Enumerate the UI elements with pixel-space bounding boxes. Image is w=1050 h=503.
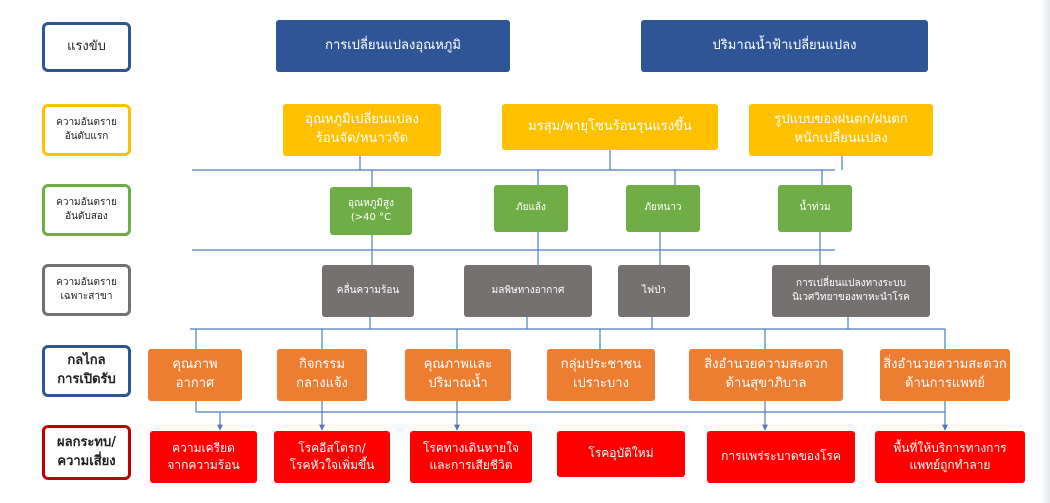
impact-medical-facility-damage: พื้นที่ให้บริการทางการ แพทย์ถูกทำลาย [875, 431, 1025, 483]
page-edge-shadow [1040, 0, 1050, 503]
impact-respiratory-mortality: โรคทางเดินหายใจ และการเสียชีวิต [410, 431, 532, 483]
mechanism-medical-facilities: สิ่งอำนวยความสะดวก ด้านการแพทย์ [880, 349, 1010, 401]
row-label-impact-risk: ผลกระทบ/ ความเสี่ยง [42, 425, 131, 480]
row-label-exposure-mechanism: กลไกล การเปิดรับ [42, 345, 131, 397]
mechanism-outdoor-activity: กิจกรรม กลางแจ้ง [277, 349, 367, 401]
impact-emerging-disease: โรคอุบัติใหม่ [557, 431, 685, 477]
mechanism-sanitation-facilities: สิ่งอำนวยความสะดวก ด้านสุขาภิบาล [689, 349, 843, 401]
impact-heat-stress: ความเครียด จากความร้อน [150, 431, 257, 483]
specific-heat-wave: คลื่นความร้อน [322, 265, 414, 317]
mechanism-water-quality: คุณภาพและ ปริมาณน้ำ [405, 349, 511, 401]
impact-stroke-heart-disease: โรคอีสโตรก/ โรคหัวใจเพิ่มขึ้น [274, 431, 390, 483]
secondary-flood: น้ำท่วม [778, 185, 852, 232]
row-label-specific-hazard: ความอันตราย เฉพาะสาขา [42, 264, 131, 316]
row-label-primary-hazard: ความอันตราย อันดับแรก [42, 104, 131, 156]
primary-temperature-extremes: อุณหภูมิเปลี่ยนแปลง ร้อนจัด/หนาวจัด [283, 104, 441, 156]
secondary-drought: ภัยแล้ง [494, 185, 568, 232]
secondary-high-temperature: อุณหภูมิสูง (>40 °C [330, 187, 412, 235]
mechanism-air-quality: คุณภาพ อากาศ [148, 349, 242, 401]
impact-disease-outbreak: การแพร่ระบาดของโรค [707, 431, 855, 483]
specific-wildfire: ไฟป่า [618, 265, 690, 317]
driver-temperature-change: การเปลี่ยนแปลงอุณหภูมิ [276, 20, 510, 72]
row-label-secondary-hazard: ความอันตราย อันดับสอง [42, 184, 131, 236]
primary-monsoon-storms: มรสุม/พายุโซนร้อนรุนแรงขึ้น [502, 104, 718, 150]
driver-precipitation-change: ปริมาณน้ำฟ้าเปลี่ยนแปลง [641, 20, 928, 72]
secondary-cold-wave: ภัยหนาว [626, 185, 700, 232]
mechanism-vulnerable-groups: กลุ่มประชาชน เปราะบาง [547, 349, 655, 401]
primary-rainfall-pattern: รูปแบบของฝนตก/ฝนตก หนักเปลี่ยนแปลง [749, 104, 933, 156]
specific-vector-ecology-change: การเปลี่ยนแปลงทางระบบ นิเวศวิทยาของพาหะน… [772, 265, 930, 317]
specific-air-pollution: มลพิษทางอากาศ [464, 265, 592, 317]
row-label-drivers: แรงขับ [42, 22, 131, 72]
